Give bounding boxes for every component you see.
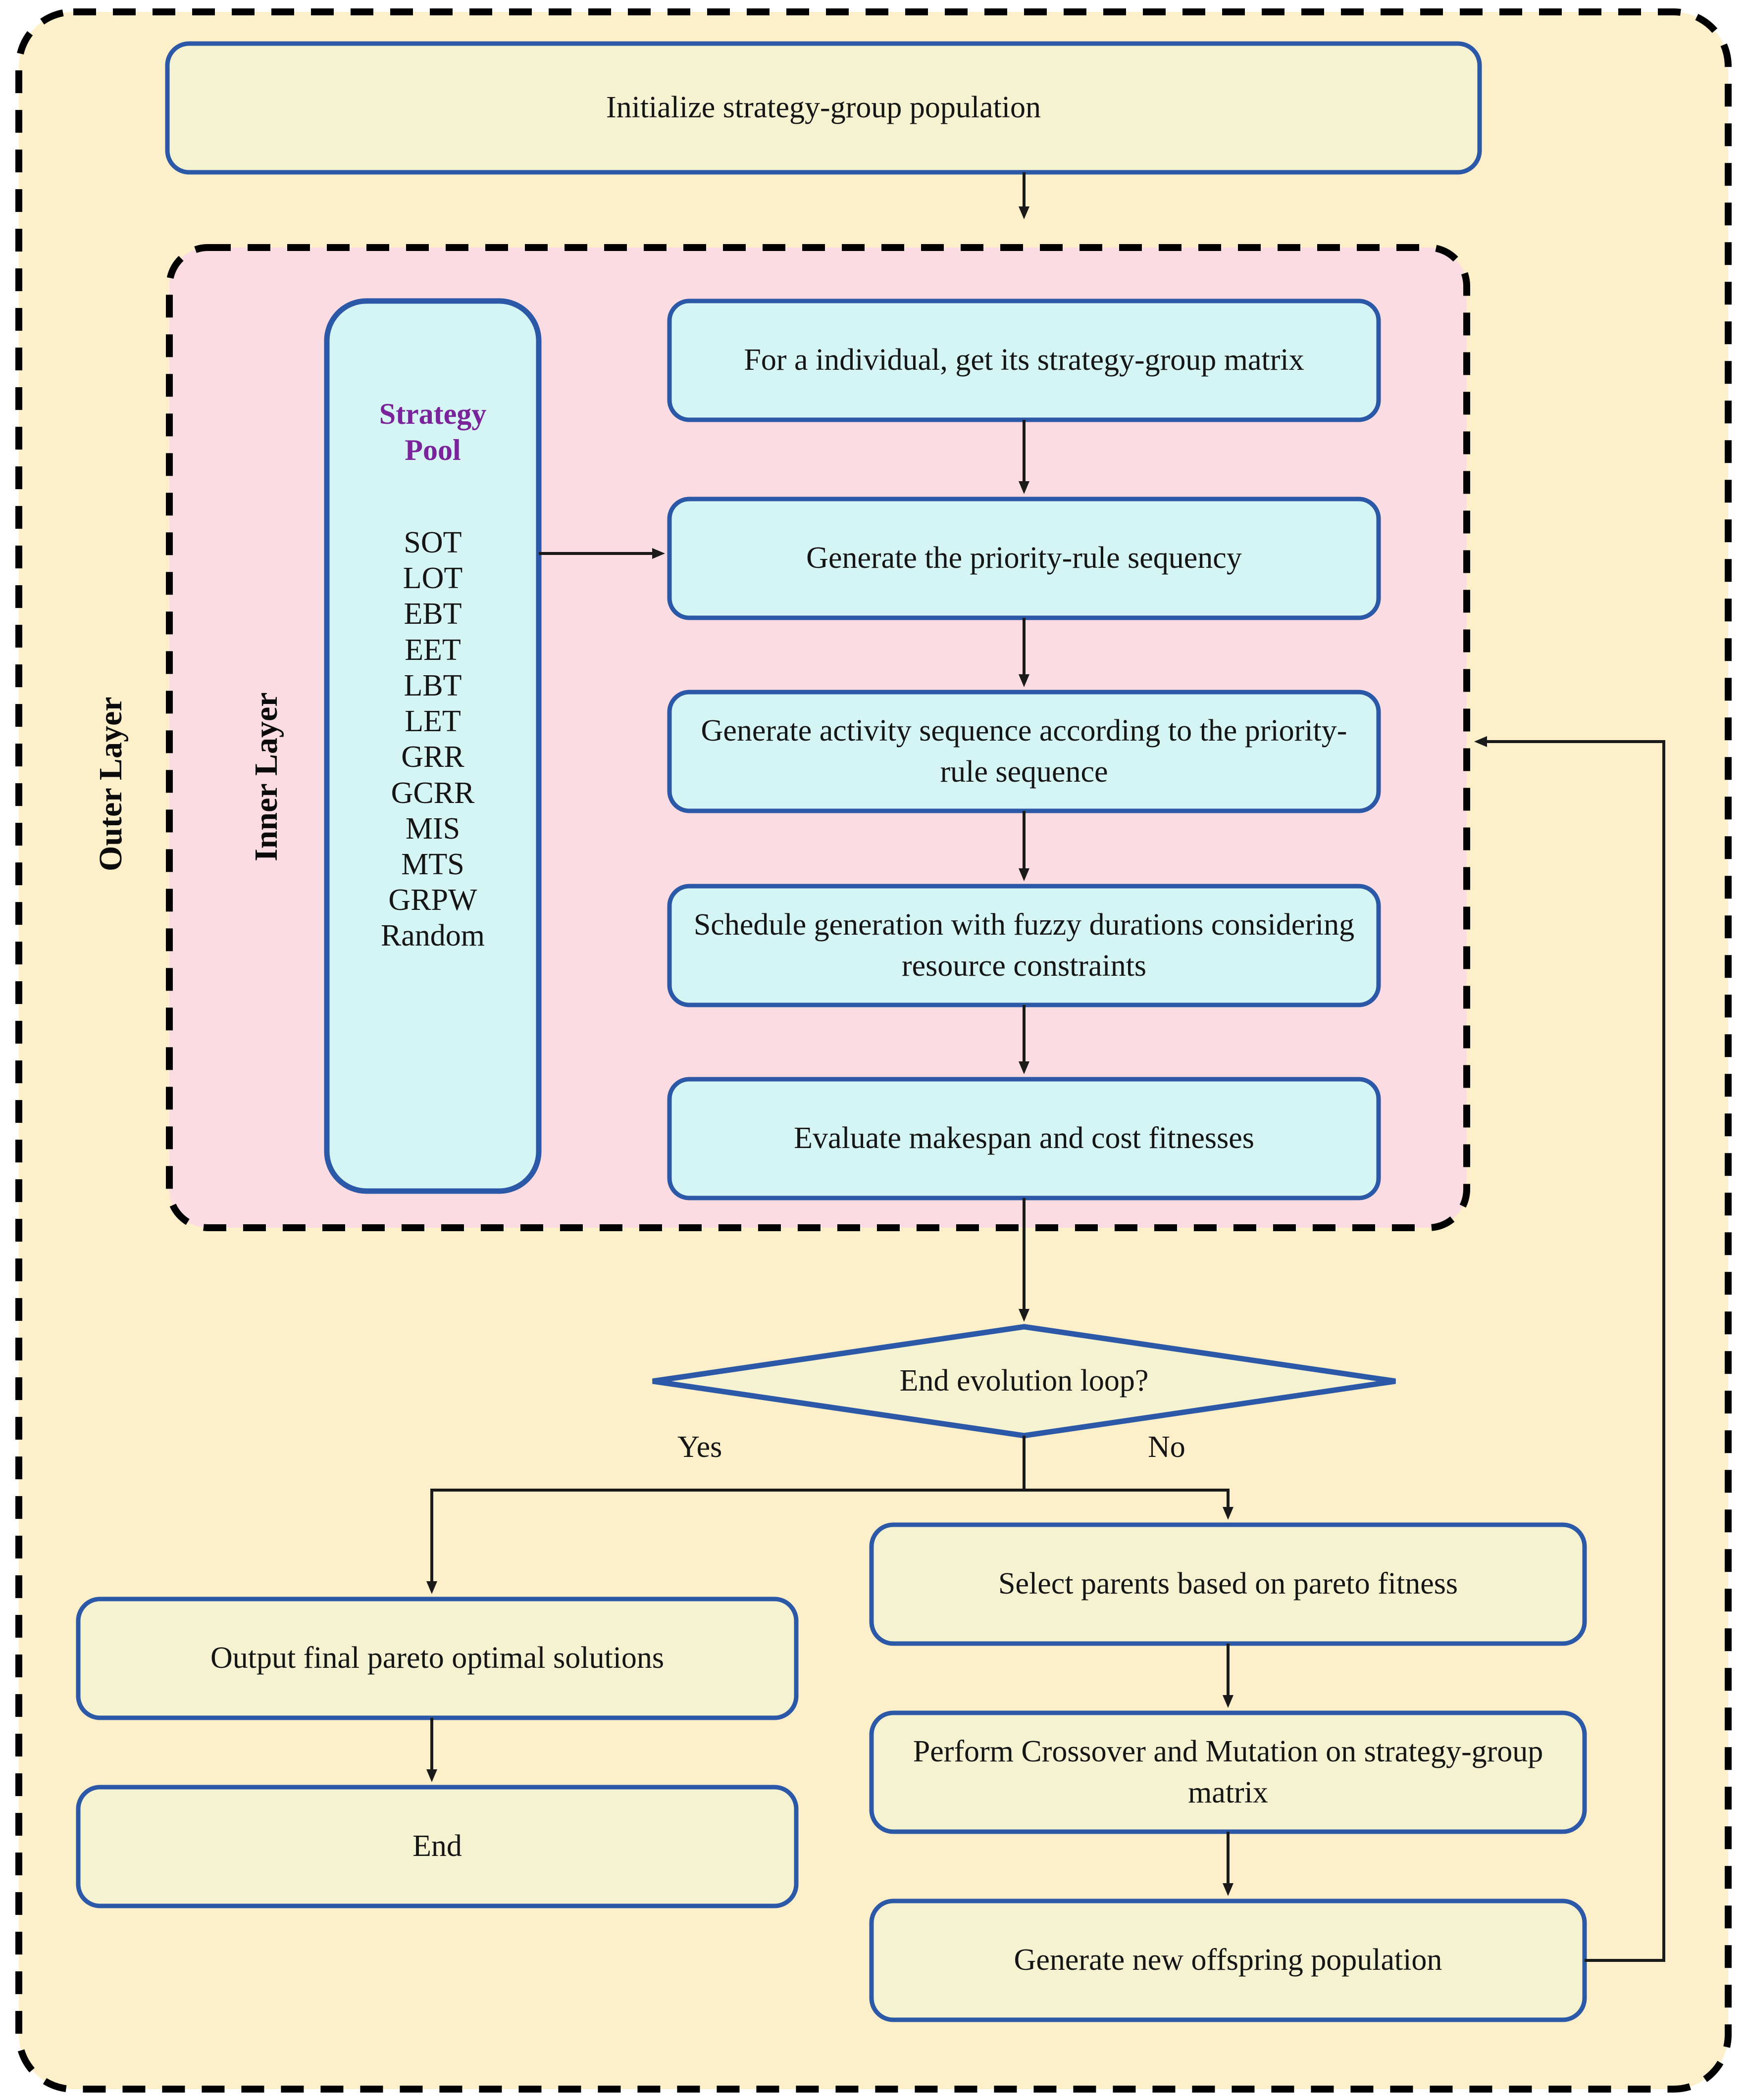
outer-layer-label: Outer Layer <box>93 697 129 871</box>
strategy-pool-item: GCRR <box>391 776 475 810</box>
inner-layer-label: Inner Layer <box>248 692 284 861</box>
branch-label-no: No <box>1148 1430 1185 1464</box>
strategy-pool-item: Random <box>380 919 485 953</box>
connector-offspring-feedback-loop <box>1474 736 1665 1962</box>
branch-label-yes: Yes <box>677 1430 722 1464</box>
strategy-pool-item: MIS <box>405 811 461 846</box>
strategy-pool-item: GRPW <box>388 883 477 917</box>
strategy-pool-item: MTS <box>401 847 464 881</box>
strategy-pool-item: LET <box>405 704 461 739</box>
strategy-pool-title: Strategy Pool <box>334 396 532 468</box>
connector-decision-no <box>1024 1489 1233 1520</box>
node-end[interactable] <box>76 1785 799 1908</box>
strategy-pool-item: SOT <box>404 526 462 559</box>
strategy-pool-title-line2: Pool <box>405 434 461 467</box>
strategy-pool-title-line1: Strategy <box>379 398 487 430</box>
strategy-pool-item: GRR <box>401 740 464 774</box>
strategy-pool-item: LBT <box>404 668 462 702</box>
node-output-pareto[interactable] <box>76 1597 799 1720</box>
node-select-parents[interactable] <box>869 1522 1587 1646</box>
node-priority-rule[interactable] <box>667 497 1381 620</box>
node-activity-sequence[interactable] <box>667 690 1381 813</box>
node-schedule-generation[interactable] <box>667 884 1381 1007</box>
node-get-matrix[interactable] <box>667 299 1381 422</box>
strategy-pool-item: EET <box>405 633 461 667</box>
node-strategy-pool[interactable] <box>324 298 542 1194</box>
connector-decision-yes <box>426 1436 1026 1594</box>
strategy-pool-item: LOT <box>403 561 463 596</box>
node-initialize[interactable] <box>165 41 1482 175</box>
node-evaluate[interactable] <box>667 1077 1381 1200</box>
node-crossover-mutation[interactable] <box>869 1710 1587 1834</box>
strategy-pool-item: EBT <box>404 597 462 631</box>
node-offspring[interactable] <box>869 1899 1587 2022</box>
